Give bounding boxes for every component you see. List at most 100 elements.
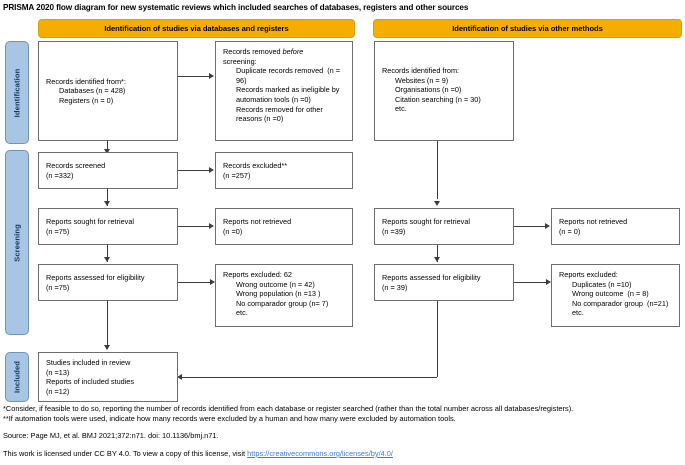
box-line: Records removed for other reasons (n =0) <box>236 104 325 124</box>
connector-identified-to-removed <box>178 76 209 77</box>
box-records-identified: Records identified from*:Databases (n = … <box>38 41 178 141</box>
box-line: No comparador group (n=21) <box>572 298 669 308</box>
box-line: Reports assessed for eligibility <box>382 272 481 282</box>
arrow-assessed-to-excluded-right <box>546 279 551 285</box>
box-records-excluded: Records excluded**(n =257) <box>215 152 353 189</box>
box-line: Records screened <box>46 160 106 170</box>
arrow-identified-to-removed <box>209 73 214 79</box>
box-line: (n =75) <box>46 282 70 292</box>
connector-screened-to-excluded <box>178 170 209 171</box>
box-line: Websites (n = 9) <box>395 75 449 85</box>
box-line: Records identified from*: <box>46 76 126 86</box>
column-header-other-methods: Identification of studies via other meth… <box>373 19 682 38</box>
box-line: Wrong population (n =13 ) <box>236 289 321 299</box>
license-link[interactable]: https://creativecommons.org/licenses/by/… <box>247 449 393 458</box>
box-line: Reports sought for retrieval <box>46 216 135 226</box>
box-reports-excluded-right: Reports excluded:Duplicates (n =10)Wrong… <box>551 264 680 327</box>
stage-tab-included-label: Included <box>12 360 22 394</box>
box-line: (n =332) <box>46 170 74 180</box>
stage-tab-included: Included <box>5 352 29 402</box>
connector-sought-to-notretrieved-right <box>514 226 545 227</box>
box-line: Reports not retrieved <box>559 216 628 226</box>
box-line: Wrong outcome (n = 8) <box>572 289 649 299</box>
arrow-sought-to-notretrieved-left <box>209 223 214 229</box>
box-line: Registers (n = 0) <box>59 95 114 105</box>
arrow-included-from-right <box>177 374 182 380</box>
box-line: screening: <box>223 56 257 66</box>
box-line: Reports assessed for eligibility <box>46 272 145 282</box>
source-citation: Source: Page MJ, et al. BMJ 2021;372:n71… <box>3 431 219 440</box>
box-records-screened: Records screened(n =332) <box>38 152 178 189</box>
arrow-sought-to-assessed-left <box>104 257 110 262</box>
box-line: Duplicate records removed (n = 96) <box>236 66 343 85</box>
box-line: Reports excluded: <box>559 270 618 279</box>
box-line: Records excluded** <box>223 160 288 170</box>
page-title: PRISMA 2020 flow diagram for new systema… <box>3 3 469 12</box>
arrow-sought-to-assessed-right <box>434 257 440 262</box>
box-reports-sought-left: Reports sought for retrieval(n =75) <box>38 208 178 245</box>
box-line: Reports of included studies <box>46 377 135 387</box>
box-line: Reports not retrieved <box>223 216 292 226</box>
connector-other-to-sought-right <box>437 141 438 199</box>
box-line: etc. <box>236 308 248 318</box>
connector-sought-to-assessed-right <box>437 245 438 262</box>
box-line: Reports sought for retrieval <box>382 216 471 226</box>
arrow-screened-to-excluded <box>209 167 214 173</box>
column-header-right-label: Identification of studies via other meth… <box>452 24 603 33</box>
box-reports-not-retrieved-left: Reports not retrieved(n =0) <box>215 208 353 245</box>
stage-tab-screening: Screening <box>5 150 29 335</box>
box-line: Records removed before <box>223 47 304 56</box>
box-line: (n =39) <box>382 226 406 236</box>
connector-sought-to-notretrieved-left <box>178 226 209 227</box>
arrow-identified-to-screened <box>104 149 110 154</box>
box-line: (n =13) <box>46 367 70 377</box>
box-line: Databases (n = 428) <box>59 86 126 96</box>
footnote-consider: *Consider, if feasible to do so, reporti… <box>3 404 574 413</box>
box-line: (n =257) <box>223 170 251 180</box>
arrow-assessed-to-included-left <box>104 345 110 350</box>
license-text: This work is licensed under CC BY 4.0. T… <box>3 449 248 458</box>
box-line: Records marked as ineligible by automati… <box>236 85 342 104</box>
column-header-databases-registers: Identification of studies via databases … <box>38 19 355 38</box>
arrow-other-to-sought-right <box>434 201 440 206</box>
box-studies-included: Studies included in review(n =13)Reports… <box>38 352 178 402</box>
box-line: etc. <box>395 104 407 114</box>
stage-tab-identification: Identification <box>5 41 29 144</box>
connector-identified-to-screened <box>107 141 108 154</box>
arrow-sought-to-notretrieved-right <box>545 223 550 229</box>
box-reports-not-retrieved-right: Reports not retrieved(n = 0) <box>551 208 680 245</box>
column-header-left-label: Identification of studies via databases … <box>104 24 289 33</box>
connector-sought-to-assessed-left <box>107 245 108 262</box>
connector-assessed-to-excluded-right <box>514 282 546 283</box>
box-line: (n =12) <box>46 386 70 396</box>
license-notice: This work is licensed under CC BY 4.0. T… <box>3 449 681 459</box>
footnote-automation: **If automation tools were used, indicat… <box>3 414 456 423</box>
box-line: (n =75) <box>46 226 70 236</box>
stage-tab-screening-label: Screening <box>12 223 22 262</box>
box-line: Reports excluded: 62 <box>223 270 292 279</box>
box-reports-assessed-left: Reports assessed for eligibility(n =75) <box>38 264 178 301</box>
arrow-assessed-to-excluded-left <box>210 279 215 285</box>
connector-assessed-to-included-left <box>107 301 108 349</box>
connector-assessed-right-to-included <box>182 377 437 378</box>
box-line: No comparador group (n= 7) <box>236 298 329 308</box>
box-reports-assessed-right: Reports assessed for eligibility(n = 39) <box>374 264 514 301</box>
box-line: Wrong outcome (n = 42) <box>236 279 315 289</box>
box-reports-sought-right: Reports sought for retrieval(n =39) <box>374 208 514 245</box>
box-line: Studies included in review <box>46 358 131 367</box>
arrow-screened-to-sought <box>104 201 110 206</box>
box-line: etc. <box>572 308 584 318</box>
box-line: (n = 39) <box>382 282 408 292</box>
box-line: Citation searching (n = 30) <box>395 94 481 104</box>
box-line: Records identified from: <box>382 66 460 75</box>
connector-assessed-to-excluded-left <box>178 282 210 283</box>
box-line: (n = 0) <box>559 226 581 236</box>
box-line: Duplicates (n =10) <box>572 279 632 289</box>
connector-assessed-right-down <box>437 301 438 377</box>
connector-screened-to-sought <box>107 189 108 206</box>
box-line: Organisations (n =0) <box>395 85 462 95</box>
box-records-identified-other-methods: Records identified from:Websites (n = 9)… <box>374 41 514 141</box>
